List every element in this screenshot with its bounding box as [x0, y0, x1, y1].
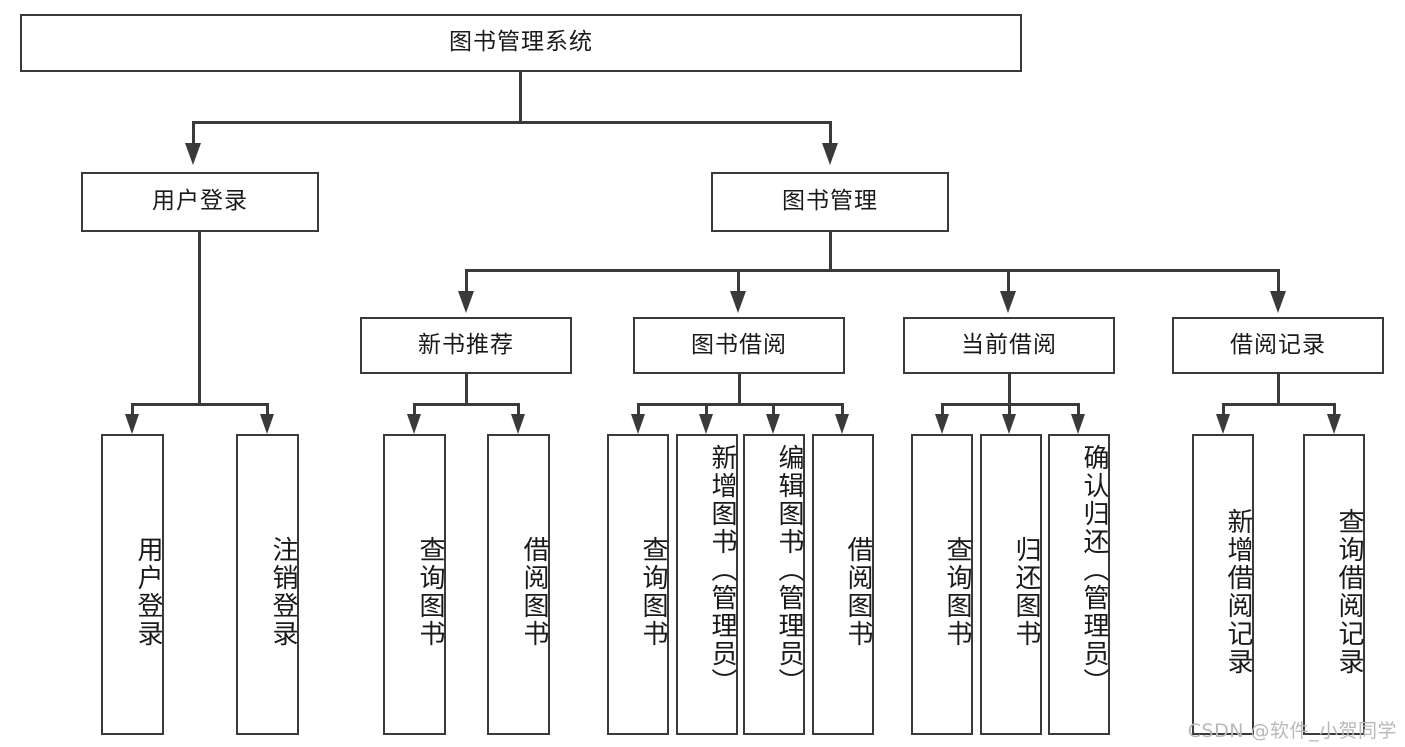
leaf-records-query-record[interactable]: 查询借阅记录: [1303, 434, 1365, 735]
node-borrow-records[interactable]: 借阅记录: [1172, 317, 1384, 374]
node-label: 借阅图书: [519, 535, 549, 648]
node-label: 图书借阅: [691, 331, 787, 358]
node-label: 用户登录: [133, 535, 163, 648]
connector-newbook-l2: [517, 403, 520, 415]
connector-current-l1: [941, 403, 944, 415]
arrowhead-records-l1: [1216, 414, 1230, 434]
node-label: 归还图书: [1011, 535, 1041, 648]
node-label: 查询图书: [415, 535, 445, 648]
connector-bookmgmt-c2: [737, 269, 740, 291]
connector-current-l2: [1008, 403, 1011, 415]
arrowhead-borrow-l2: [699, 414, 713, 434]
arrowhead-records-l2: [1327, 414, 1341, 434]
connector-records-l1: [1222, 403, 1225, 415]
arrowhead-borrow-l3: [766, 414, 780, 434]
connector-newbook-bar: [413, 403, 519, 406]
arrowhead-current-l3: [1071, 414, 1085, 434]
arrowhead-borrow-l1: [631, 414, 645, 434]
node-new-book-recommend[interactable]: 新书推荐: [360, 317, 572, 374]
connector-borrow-l2: [705, 403, 708, 415]
leaf-borrow-borrow-book[interactable]: 借阅图书: [812, 434, 874, 735]
node-label: 查询图书: [942, 535, 972, 648]
connector-records-l2: [1333, 403, 1336, 415]
leaf-newbook-query-book[interactable]: 查询图书: [383, 434, 446, 735]
leaf-borrow-query-book[interactable]: 查询图书: [607, 434, 669, 735]
connector-bookmgmt-c3: [1007, 269, 1010, 291]
node-book-management[interactable]: 图书管理: [711, 172, 949, 232]
node-label: 用户登录: [152, 188, 248, 215]
connector-bookmgmt-stem: [829, 232, 832, 271]
node-label: 确认归还（管理员）: [1079, 444, 1109, 696]
arrowhead-current-l2: [1002, 414, 1016, 434]
node-label: 编辑图书（管理员）: [774, 444, 804, 696]
connector-login-leaf1: [131, 403, 134, 415]
connector-newbook-l1: [413, 403, 416, 415]
connector-bookmgmt-c4: [1277, 269, 1280, 291]
leaf-current-query-book[interactable]: 查询图书: [911, 434, 973, 735]
node-label: 当前借阅: [961, 331, 1057, 358]
node-root-system[interactable]: 图书管理系统: [20, 14, 1022, 72]
arrowhead-to-bookmgmt: [822, 143, 838, 165]
leaf-current-return-book[interactable]: 归还图书: [980, 434, 1042, 735]
arrowhead-bookmgmt-c2: [730, 291, 746, 313]
node-label: 查询图书: [638, 535, 668, 648]
node-label: 新书推荐: [418, 331, 514, 358]
connector-borrow-stem: [738, 374, 741, 405]
leaf-current-confirm-return-admin[interactable]: 确认归还（管理员）: [1048, 434, 1110, 735]
arrowhead-login-leaf1: [125, 414, 139, 434]
arrowhead-newbook-l1: [407, 414, 421, 434]
node-label: 查询借阅记录: [1334, 507, 1364, 676]
leaf-user-login[interactable]: 用户登录: [101, 434, 164, 735]
connector-bookmgmt-bar: [465, 269, 1280, 272]
connector-root-to-bookmgmt: [829, 121, 832, 143]
connector-newbook-stem: [465, 374, 468, 405]
connector-root-to-login: [192, 121, 195, 143]
leaf-records-add-record[interactable]: 新增借阅记录: [1192, 434, 1254, 735]
node-label: 借阅图书: [843, 535, 873, 648]
arrowhead-bookmgmt-c3: [1000, 291, 1016, 313]
connector-current-l3: [1077, 403, 1080, 415]
node-label: 借阅记录: [1230, 331, 1326, 358]
node-label: 新增借阅记录: [1223, 507, 1253, 676]
arrowhead-to-login: [185, 143, 201, 165]
connector-borrow-l1: [637, 403, 640, 415]
connector-borrow-l4: [841, 403, 844, 415]
arrowhead-current-l1: [935, 414, 949, 434]
connector-login-bar: [131, 403, 268, 406]
connector-records-bar: [1222, 403, 1335, 406]
node-label: 新增图书（管理员）: [707, 444, 737, 696]
node-label: 图书管理系统: [449, 29, 593, 56]
connector-current-stem: [1008, 374, 1011, 405]
connector-root-bar: [192, 121, 831, 124]
node-label: 图书管理: [782, 188, 878, 215]
node-user-login[interactable]: 用户登录: [81, 172, 319, 232]
node-current-borrow[interactable]: 当前借阅: [903, 317, 1115, 374]
arrowhead-newbook-l2: [511, 414, 525, 434]
arrowhead-login-leaf2: [260, 414, 274, 434]
connector-bookmgmt-c1: [465, 269, 468, 291]
arrowhead-bookmgmt-c1: [458, 291, 474, 313]
connector-login-leaf2: [266, 403, 269, 415]
connector-login-stem: [198, 232, 201, 405]
node-book-borrow[interactable]: 图书借阅: [633, 317, 845, 374]
connector-borrow-bar: [637, 403, 843, 406]
arrowhead-bookmgmt-c4: [1270, 291, 1286, 313]
connector-records-stem: [1277, 374, 1280, 405]
node-label: 注销登录: [268, 535, 298, 648]
csdn-watermark: CSDN @软件_小贺同学: [1187, 720, 1397, 742]
leaf-newbook-borrow-book[interactable]: 借阅图书: [487, 434, 550, 735]
leaf-borrow-edit-book-admin[interactable]: 编辑图书（管理员）: [743, 434, 805, 735]
leaf-borrow-add-book-admin[interactable]: 新增图书（管理员）: [676, 434, 738, 735]
leaf-logout[interactable]: 注销登录: [236, 434, 299, 735]
arrowhead-borrow-l4: [835, 414, 849, 434]
connector-root-stem: [519, 72, 522, 123]
connector-borrow-l3: [772, 403, 775, 415]
